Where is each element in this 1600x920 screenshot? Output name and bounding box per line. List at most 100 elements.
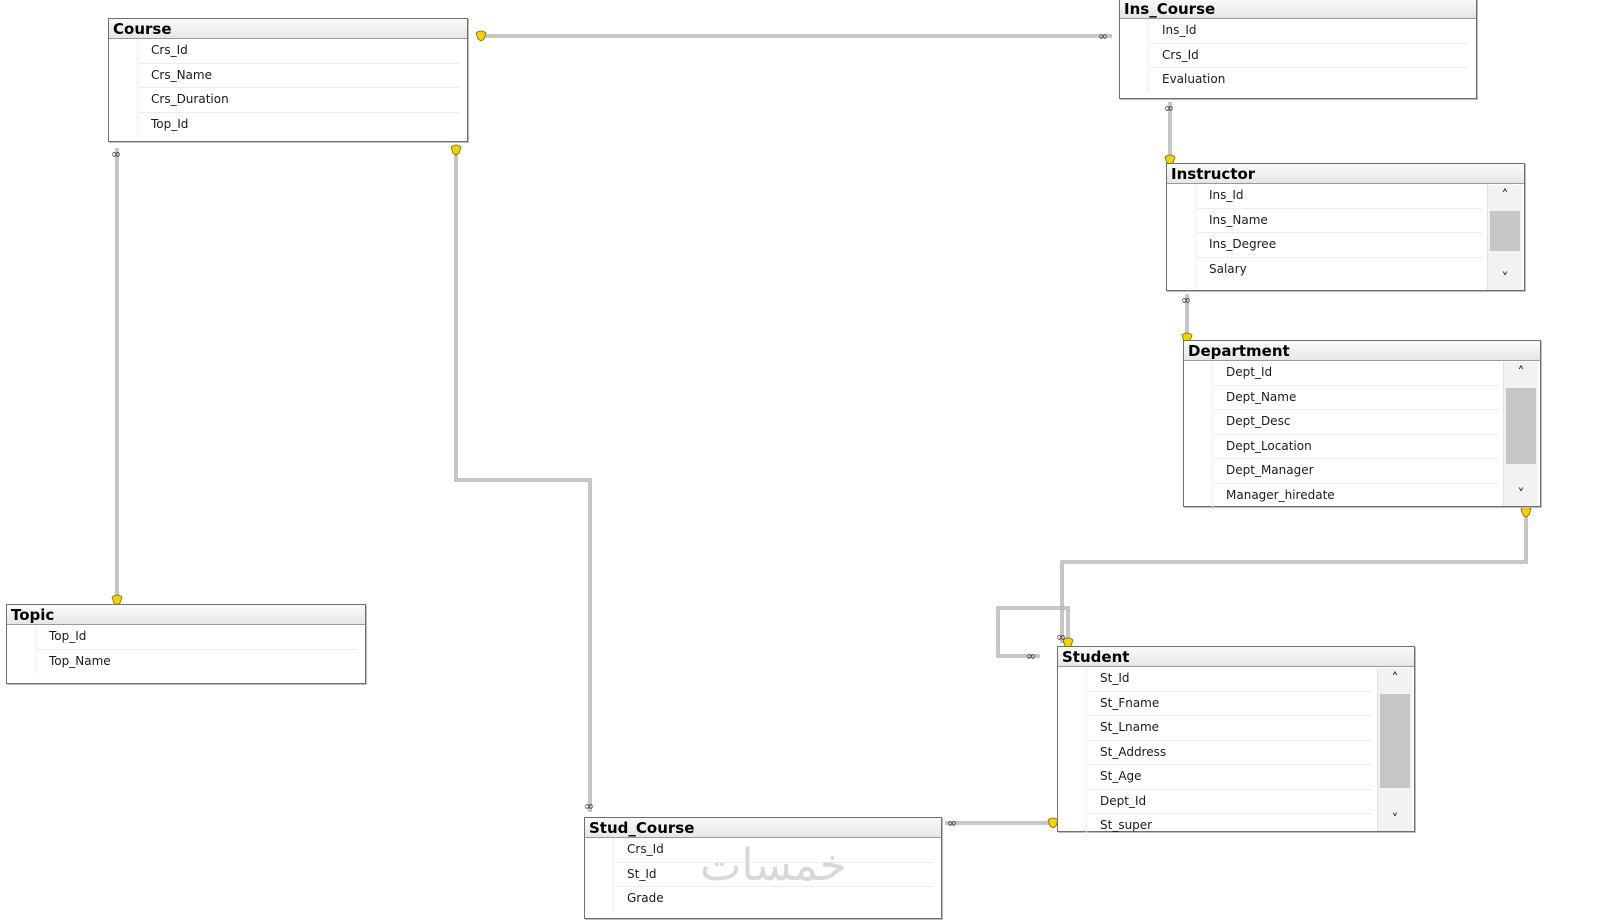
connector-line <box>1060 512 1528 643</box>
relationship-course-topic[interactable]: ∞ <box>111 147 123 606</box>
one-end-key-icon <box>475 30 487 42</box>
column-row[interactable]: Grade <box>615 887 933 911</box>
column-name: Manager_hiredate <box>1226 487 1335 502</box>
column-row[interactable]: St_super <box>1088 814 1372 838</box>
relationship-stud-course-student[interactable]: ∞ <box>945 816 1059 830</box>
column-name: Dept_Desc <box>1226 414 1291 428</box>
column-name: Ins_Id <box>1162 23 1197 37</box>
column-name: Crs_Id <box>627 842 664 856</box>
column-name: Top_Id <box>49 629 87 643</box>
relationship-student-department[interactable]: ∞ <box>1056 506 1532 644</box>
column-name: Dept_Id <box>1100 793 1147 808</box>
column-row[interactable]: St_Fname <box>1088 692 1372 716</box>
table-title[interactable]: Stud_Course <box>585 818 941 838</box>
column-row[interactable]: Dept_Location <box>1214 435 1498 459</box>
chevron-down-icon[interactable]: ˅ <box>1501 271 1509 287</box>
column-row[interactable]: St_Lname <box>1088 716 1372 741</box>
column-row[interactable]: Ins_Id <box>1150 19 1468 44</box>
column-row[interactable]: Crs_Id <box>1150 44 1468 68</box>
scrollbar-thumb[interactable] <box>1380 694 1410 788</box>
column-name: St_Id <box>1100 671 1130 685</box>
column-name: Dept_Id <box>1226 365 1273 379</box>
column-row[interactable]: Crs_Name <box>139 64 459 88</box>
column-row[interactable]: Salary <box>1197 258 1482 282</box>
scrollbar-thumb[interactable] <box>1490 211 1520 251</box>
table-title[interactable]: Student <box>1058 647 1414 667</box>
column-row[interactable]: Crs_Id <box>139 39 459 64</box>
many-end-icon: ∞ <box>1026 649 1036 663</box>
one-end-key-icon <box>1520 506 1532 518</box>
relationship-ins-course-course[interactable]: ∞ <box>475 29 1112 43</box>
column-row[interactable]: Evaluation <box>1150 68 1468 92</box>
column-name: St_Age <box>1100 769 1142 783</box>
column-name: Grade <box>627 891 664 905</box>
column-row[interactable]: Crs_Duration <box>139 88 459 113</box>
column-row[interactable]: Dept_Manager <box>1214 459 1498 484</box>
one-end-key-icon <box>450 144 462 156</box>
column-row[interactable]: Manager_hiredate <box>1214 484 1498 508</box>
table-title[interactable]: Course <box>109 19 467 39</box>
column-name: Crs_Duration <box>151 92 229 106</box>
table-title[interactable]: Topic <box>7 605 365 625</box>
column-row[interactable]: Ins_Name <box>1197 209 1482 233</box>
column-name: St_super <box>1100 818 1153 832</box>
chevron-up-icon[interactable]: ˄ <box>1391 671 1399 687</box>
column-name: St_Lname <box>1100 720 1160 734</box>
column-row[interactable]: Ins_Degree <box>1197 233 1482 258</box>
column-name: Crs_Id <box>1162 47 1199 62</box>
instructor-scrollbar[interactable]: ˄ ˅ <box>1487 185 1522 290</box>
table-title[interactable]: Instructor <box>1167 164 1524 184</box>
column-row[interactable]: Top_Name <box>37 650 357 674</box>
table-title[interactable]: Department <box>1184 341 1540 361</box>
column-row[interactable]: Dept_Name <box>1214 386 1498 410</box>
many-end-icon: ∞ <box>947 816 957 830</box>
column-name: Crs_Id <box>151 43 188 57</box>
relationship-ins-course-instructor[interactable]: ∞ <box>1164 101 1176 166</box>
column-name: Evaluation <box>1162 72 1226 86</box>
many-end-icon: ∞ <box>1056 630 1066 644</box>
column-row[interactable]: St_Age <box>1088 765 1372 790</box>
column-row[interactable]: Dept_Id <box>1214 361 1498 386</box>
connector-line <box>454 150 592 812</box>
column-row[interactable]: Top_Id <box>37 625 357 650</box>
column-name: Top_Name <box>49 653 111 668</box>
relationship-stud-course-course[interactable]: ∞ <box>450 144 594 813</box>
relationship-instructor-department[interactable]: ∞ <box>1181 293 1193 344</box>
student-scrollbar[interactable]: ˄ ˅ <box>1377 668 1412 831</box>
column-row[interactable]: Dept_Id <box>1088 790 1372 814</box>
column-name: St_Address <box>1100 744 1167 759</box>
column-row[interactable]: Dept_Desc <box>1214 410 1498 435</box>
chevron-down-icon[interactable]: ˅ <box>1391 812 1399 828</box>
column-row[interactable]: Crs_Id <box>615 838 933 863</box>
column-name: St_Id <box>627 866 657 881</box>
many-end-icon: ∞ <box>111 147 121 161</box>
chevron-up-icon[interactable]: ˄ <box>1501 188 1509 204</box>
column-row[interactable]: St_Address <box>1088 741 1372 765</box>
chevron-down-icon[interactable]: ˅ <box>1517 487 1525 503</box>
column-row[interactable]: St_Id <box>615 863 933 887</box>
scrollbar-thumb[interactable] <box>1506 388 1536 464</box>
column-name: Salary <box>1209 261 1247 276</box>
column-row[interactable]: St_Id <box>1088 667 1372 692</box>
column-row[interactable]: Ins_Id <box>1197 184 1482 209</box>
department-scrollbar[interactable]: ˄ ˅ <box>1503 362 1538 506</box>
many-end-icon: ∞ <box>1098 29 1108 43</box>
chevron-up-icon[interactable]: ˄ <box>1517 365 1525 381</box>
table-title[interactable]: Ins_Course <box>1120 0 1476 19</box>
column-row[interactable]: Top_Id <box>139 113 459 137</box>
column-name: St_Fname <box>1100 695 1160 710</box>
